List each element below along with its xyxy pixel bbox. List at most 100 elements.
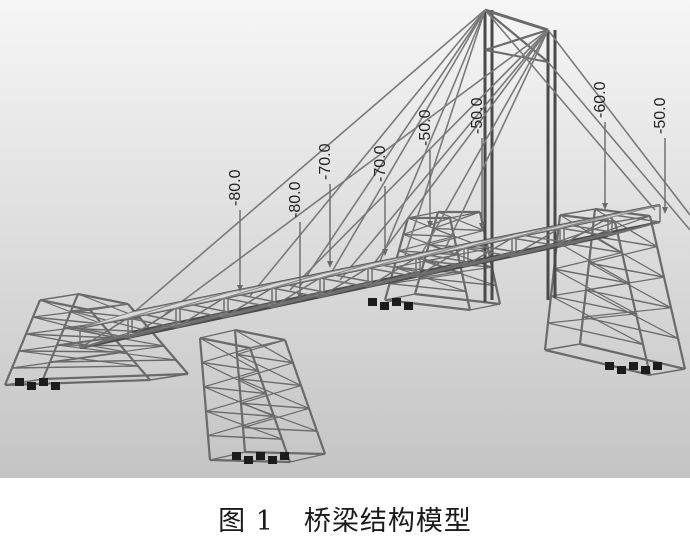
- trestle-brace: [588, 246, 658, 264]
- load-value-label: -60.0: [592, 81, 609, 118]
- load-arrow-head: [327, 261, 333, 268]
- support-block: [641, 366, 650, 374]
- trestle-brace: [585, 289, 679, 339]
- bridge-structure-model: -80.0-80.0-70.0-70.0-50.0-50.0-60.0-50.0: [0, 0, 690, 478]
- trestle-strut: [389, 282, 467, 293]
- stay-cable: [339, 29, 549, 281]
- trestle-brace: [205, 393, 267, 412]
- load-value-label: -50.0: [652, 97, 669, 134]
- truss-floor-beam: [607, 221, 661, 237]
- truss-diagonal: [127, 307, 177, 339]
- stay-cable: [377, 9, 486, 267]
- pylon-x-brace: [484, 28, 549, 52]
- stay-cable: [444, 29, 549, 250]
- back-stay-cable: [547, 29, 690, 216]
- trestle-leg: [283, 339, 327, 455]
- load-value-label: -70.0: [317, 143, 334, 180]
- trestle-leg: [543, 214, 562, 351]
- trestle-brace: [553, 252, 623, 270]
- support-block: [392, 298, 401, 306]
- trestle-brace: [403, 217, 451, 235]
- trestle-cap-beam: [39, 298, 91, 312]
- trestle-strut: [240, 402, 310, 410]
- stay-cable: [249, 9, 486, 297]
- trestle-brace: [419, 266, 493, 279]
- trestle-strut: [419, 276, 497, 287]
- trestle-cap-beam: [77, 292, 129, 306]
- deck-panel: [559, 204, 661, 229]
- trestle-strut: [207, 434, 283, 440]
- load-arrow-head: [662, 207, 668, 214]
- load-value-label: -50.0: [417, 109, 434, 146]
- support-block: [27, 382, 36, 390]
- support-block: [244, 456, 253, 464]
- truss-diagonal: [223, 287, 273, 319]
- trestle-brace: [582, 307, 672, 318]
- trestle-tie: [289, 453, 326, 463]
- stay-cable: [484, 9, 656, 211]
- support-block: [256, 452, 265, 460]
- support-block: [629, 362, 638, 370]
- truss-diagonal: [175, 297, 225, 329]
- trestle-leg: [198, 337, 212, 461]
- figure-caption: 图 1 桥梁结构模型: [0, 496, 690, 540]
- trestle-brace: [437, 211, 485, 231]
- trestle-brace: [242, 407, 310, 429]
- trestle-brace: [11, 351, 127, 369]
- truss-diagonal: [271, 277, 321, 308]
- truss-diagonal: [79, 317, 129, 349]
- trestle-tie: [199, 329, 236, 339]
- trestle-brace: [588, 262, 672, 309]
- support-blocks: [15, 298, 662, 464]
- trestle-strut: [582, 316, 679, 340]
- truss-diagonal: [367, 257, 417, 288]
- stay-cable: [299, 9, 486, 287]
- load-arrow-head: [382, 249, 388, 256]
- stay-cable: [124, 9, 486, 321]
- trestle-tie: [649, 368, 686, 376]
- back-stay-cable: [547, 61, 690, 231]
- load-arrow-head: [237, 285, 243, 292]
- support-block: [280, 452, 289, 460]
- trestle-strut: [205, 410, 275, 418]
- trestle-brace: [207, 415, 275, 437]
- figure-title: 桥梁结构模型: [303, 505, 472, 537]
- trestle-tie: [89, 303, 129, 311]
- stay-cable: [417, 29, 549, 261]
- trestle-brace: [201, 347, 251, 363]
- stay-cable: [404, 9, 486, 256]
- load-arrow-head: [479, 223, 485, 230]
- trestle-brace: [591, 235, 665, 278]
- load-value-label: -50.0: [469, 97, 486, 134]
- trestle-strut: [585, 289, 672, 309]
- trestle-strut: [550, 295, 637, 315]
- stay-cable: [164, 29, 549, 315]
- trestle-tie: [559, 208, 596, 216]
- trestle-tie: [449, 211, 481, 219]
- support-block: [268, 456, 277, 464]
- trestle-brace: [585, 276, 665, 291]
- figure-number: 图 1: [218, 505, 274, 537]
- truss-diagonal: [611, 213, 661, 223]
- support-block: [368, 298, 377, 306]
- load-arrow-head: [602, 203, 608, 210]
- truss-diagonal: [511, 227, 561, 258]
- trestle-brace: [49, 345, 165, 363]
- trestle-tie: [407, 211, 439, 219]
- trestle-sill: [544, 348, 651, 377]
- stay-cable: [329, 9, 486, 276]
- trestle-strut: [588, 262, 665, 278]
- trestle-sill: [414, 292, 501, 306]
- pylon-cross-beam: [484, 49, 549, 63]
- stay-cable: [369, 29, 549, 270]
- truss-diagonal: [415, 247, 465, 278]
- trestle-cap-beam: [234, 328, 286, 342]
- load-arrow-head: [427, 221, 433, 228]
- support-block: [51, 382, 60, 390]
- trestle-sill: [579, 342, 686, 371]
- trestle-tie: [249, 339, 286, 349]
- trestle-tie: [384, 293, 416, 301]
- truss-diagonal: [319, 267, 369, 298]
- trestle-strut: [201, 361, 259, 372]
- load-value-label: -80.0: [227, 169, 244, 206]
